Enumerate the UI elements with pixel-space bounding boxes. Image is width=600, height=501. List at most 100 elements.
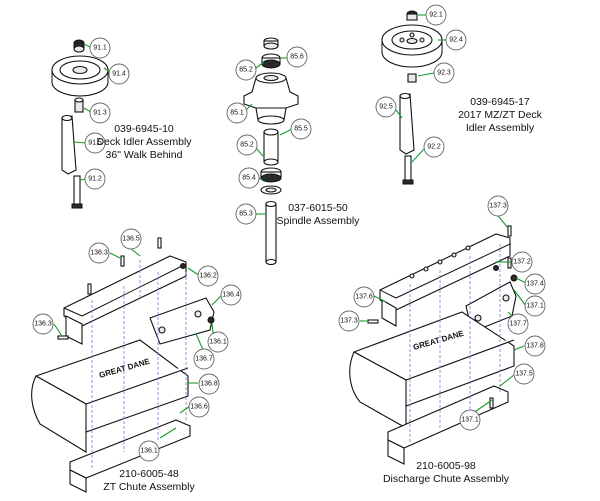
caption-subtitle: Idler Assembly — [466, 122, 535, 134]
callout-label: 85.2 — [240, 142, 254, 149]
callout-label: 137.7 — [509, 321, 527, 328]
caption-title: Discharge Chute Assembly — [383, 473, 510, 485]
callout-bubble: 136.5 — [120, 228, 142, 250]
callout-label: 136.4 — [222, 292, 240, 299]
idler-assembly-36-drawing — [51, 39, 109, 209]
zt-chute-drawing: GREAT DANE — [31, 237, 215, 493]
zt-chute-bolts — [57, 237, 215, 340]
callout-bubble: 85.1 — [226, 102, 248, 124]
callout-label: 91.3 — [93, 110, 107, 117]
caption-title: ZT Chute Assembly — [103, 481, 195, 493]
callout-bubble: 91.5 — [84, 132, 106, 154]
upper-bearing — [261, 53, 281, 69]
callout-label: 85.5 — [294, 126, 308, 133]
spindle-shaft — [265, 200, 277, 266]
idler-2017-bolt — [402, 155, 414, 185]
discharge-chute-drawing: GREAT DANE — [349, 225, 518, 465]
callout-bubble: 92.5 — [375, 96, 397, 118]
callout-bubble: 136.4 — [220, 284, 242, 306]
callout-label: 137.6 — [355, 294, 373, 301]
idler-pulley — [51, 55, 109, 97]
callout-bubble: 85.5 — [290, 118, 312, 140]
callout-label: 85.4 — [242, 175, 256, 182]
caption-subtitle: 36" Walk Behind — [106, 149, 183, 161]
callout-bubble: 136.3 — [32, 313, 54, 335]
callout-bubble: 136.8 — [198, 373, 220, 395]
idler-nut — [73, 39, 85, 53]
callout-bubble: 85.3 — [235, 203, 257, 225]
caption-part-number: 210-6005-98 — [416, 460, 476, 472]
callout-label: 136.8 — [200, 381, 218, 388]
callout-bubble: 85.2 — [235, 59, 257, 81]
callout-label: 137.4 — [526, 281, 544, 288]
callout-label: 92.4 — [449, 37, 463, 44]
caption-part-number: 039-6945-17 — [470, 96, 530, 108]
idler-bolt — [71, 175, 83, 209]
callout-bubble: 137.8 — [524, 335, 546, 357]
callout-bubble: 137.7 — [507, 313, 529, 335]
idler-bushing — [74, 97, 84, 113]
callout-bubble: 136.3 — [88, 242, 110, 264]
callout-bubble: 137.3 — [487, 195, 509, 217]
discharge-mount-bracket — [379, 233, 511, 327]
lower-bearing — [260, 167, 282, 183]
callout-label: 136.1 — [209, 339, 227, 346]
callout-label: 91.2 — [88, 176, 102, 183]
callout-bubble: 136.1 — [207, 331, 229, 353]
callout-bubble: 85.2 — [236, 134, 258, 156]
callout-label: 85.1 — [230, 110, 244, 117]
callout-bubble: 92.3 — [433, 62, 455, 84]
callout-bubble: 91.4 — [108, 63, 130, 85]
caption-part-number: 037-6015-50 — [288, 202, 348, 214]
callout-label: 137.2 — [513, 259, 531, 266]
callout-label: 136.1 — [140, 448, 158, 455]
spindle-spacer — [263, 128, 279, 166]
callout-bubble: 137.4 — [524, 273, 546, 295]
caption-part-number: 039-6945-10 — [114, 123, 174, 135]
callout-label: 136.6 — [190, 404, 208, 411]
callout-label: 92.3 — [437, 70, 451, 77]
callout-bubble: 85.6 — [286, 46, 308, 68]
assembly-captions: 039-6945-10 Deck Idler Assembly 36" Walk… — [96, 96, 542, 493]
callout-bubble: 91.1 — [89, 37, 111, 59]
idler-2017-nut — [406, 10, 418, 21]
zt-chute-hidden-lines — [91, 260, 187, 470]
discharge-bottom-bracket — [387, 385, 509, 465]
discharge-deflector — [349, 311, 515, 429]
caption-title: Spindle Assembly — [277, 215, 361, 227]
callout-label: 136.5 — [122, 236, 140, 243]
callout-bubble: 137.5 — [513, 363, 535, 385]
callout-bubble: 92.4 — [445, 29, 467, 51]
zt-chute-mount-bracket — [63, 255, 187, 345]
zt-chute-bottom-bracket — [69, 419, 191, 493]
callout-bubble: 137.6 — [353, 286, 375, 308]
idler-2017-arm — [399, 92, 415, 155]
callout-label: 137.5 — [515, 371, 533, 378]
idler-arm — [61, 114, 77, 175]
callout-bubble: 137.1 — [459, 409, 481, 431]
callout-bubbles: 91.1 91.4 91.3 91.5 91.2 85.6 85.2 85.1 … — [32, 4, 546, 462]
callout-bubble: 91.3 — [89, 102, 111, 124]
caption-title: 2017 MZ/ZT Deck — [458, 109, 543, 121]
callout-label: 137.3 — [340, 318, 358, 325]
callout-label: 137.1 — [526, 303, 544, 310]
idler-2017-pulley — [381, 24, 443, 68]
callout-label: 136.3 — [34, 321, 52, 328]
callout-label: 137.3 — [489, 203, 507, 210]
callout-label: 92.2 — [427, 144, 441, 151]
callout-label: 85.6 — [290, 54, 304, 61]
discharge-hidden-lines — [409, 244, 501, 444]
callout-label: 136.2 — [199, 273, 217, 280]
callout-bubble: 85.4 — [238, 167, 260, 189]
callout-label: 137.8 — [526, 343, 544, 350]
caption-part-number: 210-6005-48 — [119, 468, 179, 480]
callout-bubble: 91.2 — [84, 168, 106, 190]
caption-title: Deck Idler Assembly — [96, 136, 192, 148]
callout-bubble: 136.2 — [197, 265, 219, 287]
callout-label: 91.4 — [112, 71, 126, 78]
callout-bubble: 137.3 — [338, 310, 360, 332]
idler-2017-spacer — [407, 73, 417, 83]
discharge-hinge-bracket — [465, 281, 517, 333]
idler-assembly-2017-drawing — [381, 10, 443, 185]
